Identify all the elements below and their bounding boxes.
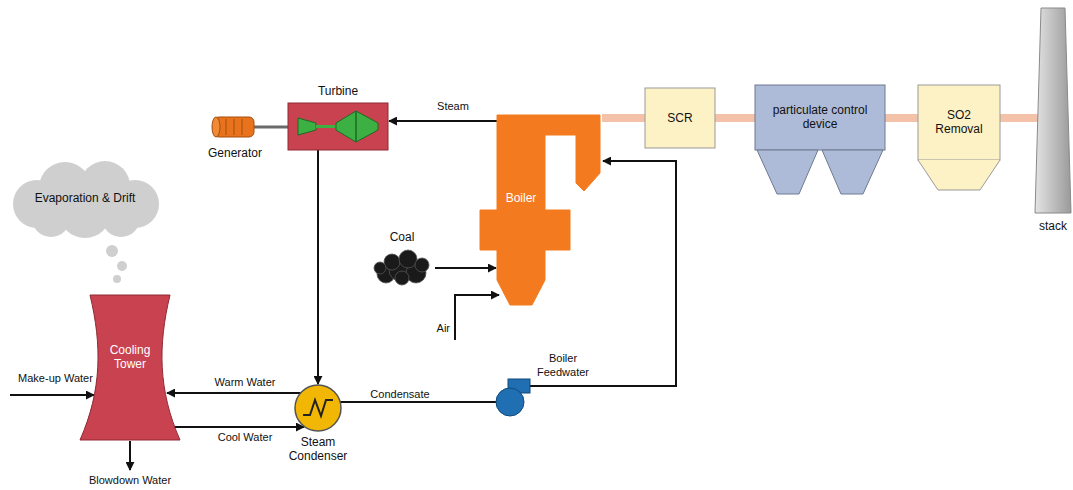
flow-label: Condensate bbox=[360, 388, 440, 402]
vapour-bubble bbox=[113, 275, 121, 283]
coal-lump bbox=[415, 258, 429, 272]
coal-lump bbox=[395, 271, 409, 285]
node-label: Evaporation & Drift bbox=[20, 191, 150, 205]
generator-fins bbox=[226, 119, 242, 135]
generator: Generator bbox=[206, 112, 264, 140]
flow-line bbox=[254, 126, 288, 129]
stream-label: Blowdown Water bbox=[80, 474, 180, 488]
node-label: stack bbox=[1025, 219, 1073, 233]
node-label: Coal bbox=[372, 230, 432, 244]
so2-absorber: SO2 Removal bbox=[918, 85, 1000, 160]
stack: stack bbox=[1035, 8, 1071, 213]
coal-pile: Coal bbox=[372, 248, 432, 284]
node-label: SO2 Removal bbox=[922, 108, 996, 137]
coal-lump bbox=[374, 262, 386, 274]
turbine-hp bbox=[298, 118, 316, 135]
generator-cap bbox=[212, 117, 220, 137]
vapour-bubble bbox=[117, 261, 127, 271]
box-outline bbox=[918, 85, 1000, 160]
node-label: Generator bbox=[198, 146, 272, 160]
makeup-arrow bbox=[10, 394, 94, 396]
turbine-box: Turbine bbox=[288, 103, 388, 150]
hopper bbox=[757, 150, 883, 194]
flue-duct bbox=[885, 114, 918, 122]
flow-line bbox=[167, 392, 301, 394]
node-shape bbox=[206, 112, 264, 140]
box-outline bbox=[645, 88, 715, 148]
turbine-shaft bbox=[316, 125, 336, 128]
boiler-shape bbox=[480, 115, 600, 305]
box-outline bbox=[755, 85, 885, 150]
node-label: SCR bbox=[649, 111, 711, 125]
flow-label: Cool Water bbox=[205, 431, 285, 445]
condenser: Steam Condenser bbox=[295, 385, 341, 431]
node-shape bbox=[1035, 8, 1071, 213]
flow-line bbox=[317, 150, 319, 384]
flow-line bbox=[435, 267, 496, 269]
flow-line bbox=[174, 426, 304, 428]
particulate-box: particulate control device bbox=[755, 85, 885, 150]
cloud: Evaporation & Drift bbox=[5, 158, 165, 240]
node-label: Turbine bbox=[288, 84, 388, 98]
blowdown-arrow bbox=[129, 441, 131, 470]
stack-shape bbox=[1035, 8, 1071, 213]
condenser-shell bbox=[295, 385, 341, 431]
flue-duct bbox=[715, 114, 755, 122]
node-label: particulate control device bbox=[759, 103, 881, 132]
node-shape bbox=[372, 248, 432, 284]
node-shape bbox=[480, 115, 602, 305]
scr-box: SCR bbox=[645, 88, 715, 148]
coal-lump bbox=[399, 250, 417, 268]
air-arrow bbox=[455, 295, 499, 340]
boiler: Boiler bbox=[480, 115, 602, 305]
vapour-bubble bbox=[106, 245, 118, 257]
node-shape bbox=[288, 103, 388, 150]
absorber-cone bbox=[918, 160, 1000, 190]
node-label: Boiler bbox=[497, 191, 545, 205]
feed-pump bbox=[496, 388, 524, 416]
node-shape bbox=[295, 385, 341, 431]
node-label: Cooling Tower bbox=[102, 343, 158, 372]
node-label: Steam Condenser bbox=[273, 435, 363, 464]
stream-label: Make-up Water bbox=[8, 372, 103, 386]
cooling-tower: Cooling Tower bbox=[80, 295, 180, 440]
turbine-lp bbox=[336, 111, 378, 142]
flow-label: Warm Water bbox=[205, 376, 285, 390]
coal-lump bbox=[384, 254, 400, 270]
flue-duct bbox=[1000, 114, 1038, 122]
flow-line bbox=[389, 120, 497, 122]
stream-label: Boiler Feedwater bbox=[528, 352, 598, 380]
flow-label: Steam bbox=[418, 100, 488, 114]
tower-shape bbox=[80, 295, 180, 440]
flue-duct bbox=[602, 114, 645, 122]
stream-label: Air bbox=[418, 322, 450, 336]
condenser-coil bbox=[303, 400, 333, 416]
turbine-casing bbox=[288, 103, 388, 150]
